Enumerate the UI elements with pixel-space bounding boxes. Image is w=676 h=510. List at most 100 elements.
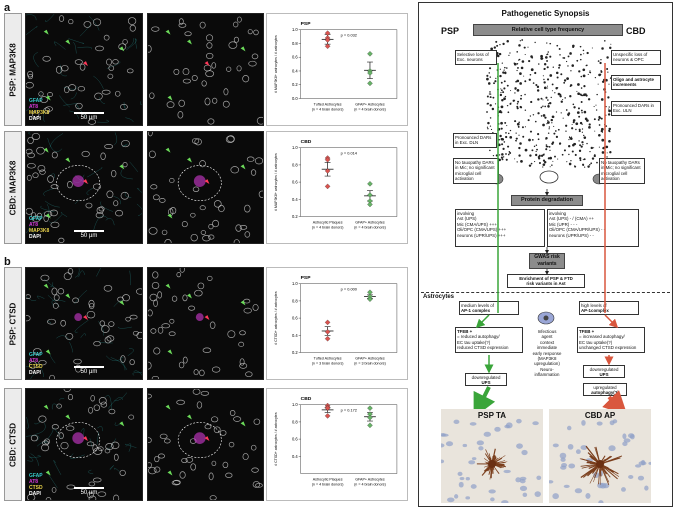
- cortex-cell: [519, 105, 522, 109]
- dapi-nucleus: [239, 330, 246, 336]
- dapi-nucleus: [26, 174, 32, 181]
- dapi-nucleus: [51, 151, 58, 159]
- data-point: [367, 51, 373, 57]
- at8-signal: [72, 432, 85, 445]
- rtfeb-line: = increased autophagy/: [579, 334, 625, 340]
- dapi-nucleus: [238, 341, 245, 347]
- cortex-cell: [582, 49, 585, 52]
- cortex-cell: [547, 121, 550, 124]
- cortex-cell: [547, 105, 550, 108]
- gfap-fiber: [60, 212, 68, 217]
- dapi-nucleus: [204, 97, 211, 106]
- dapi-nucleus: [95, 45, 104, 52]
- cortex-cell: [505, 158, 508, 161]
- cortex-cell: [528, 138, 531, 142]
- cortex-cell: [590, 162, 593, 165]
- right-inv-line: neurons (UPR/UPS) - -: [549, 232, 594, 238]
- dapi-nucleus: [46, 92, 54, 97]
- nucleus: [634, 464, 642, 468]
- enrich-line: risk variants in Ast: [526, 281, 566, 287]
- gfap-fiber: [124, 191, 132, 198]
- y-tick-label: 0.4: [292, 68, 298, 73]
- red-arrowhead: [83, 315, 88, 321]
- cortex-cell: [514, 120, 517, 123]
- dapi-nucleus: [111, 169, 117, 178]
- cortex-cell: [529, 130, 533, 133]
- nucleus: [462, 443, 468, 448]
- cortex-cell: [516, 102, 519, 105]
- nucleus: [522, 492, 528, 498]
- y-tick-label: 0.4: [292, 454, 298, 459]
- cortex-cell: [527, 119, 530, 122]
- cortex-cell: [536, 89, 540, 92]
- cortex-cell: [519, 82, 522, 85]
- cortex-cell: [515, 139, 517, 142]
- cortex-cell: [540, 115, 543, 117]
- cortex-cell: [539, 156, 541, 158]
- left-inv-line: Ast (UPS): [457, 216, 477, 222]
- dapi-nucleus: [157, 326, 164, 334]
- dapi-nucleus: [151, 375, 160, 379]
- green-arrowhead: [240, 421, 246, 427]
- gfap-fiber: [104, 395, 112, 411]
- tau-center: [488, 460, 496, 468]
- red-arrowhead: [83, 179, 88, 185]
- dapi-nucleus: [244, 204, 251, 213]
- dapi-nucleus: [178, 22, 187, 28]
- dapi-nucleus: [67, 181, 73, 189]
- nucleus: [516, 443, 523, 449]
- plot-title: PSP: [301, 275, 312, 281]
- gfap-fiber: [56, 335, 71, 341]
- left-inv-line: Mic (CMA/UPS) +++: [457, 221, 497, 227]
- dapi-nucleus: [58, 15, 65, 22]
- dapi-nucleus: [63, 389, 71, 392]
- dapi-nucleus: [87, 119, 97, 125]
- nucleus: [516, 418, 522, 424]
- cortex-cell: [572, 46, 575, 49]
- cortex-cell: [583, 134, 585, 137]
- cortex-cell: [608, 106, 610, 108]
- dapi-nucleus: [246, 156, 255, 162]
- y-axis-label: # CTSD+ astrocytes / # astrocytes: [274, 412, 278, 466]
- dapi-nucleus: [95, 212, 104, 219]
- nucleus: [563, 484, 570, 488]
- cortex-illustration: [486, 39, 612, 185]
- oligo-astro-box: Oligo and astrocyte increments: [611, 75, 661, 90]
- x-category-label: (n = 4 brain donors): [354, 482, 386, 486]
- dapi-nucleus: [86, 310, 96, 319]
- cortex-cell: [542, 105, 544, 108]
- cortex-cell: [546, 66, 549, 69]
- dapi-nucleus: [200, 230, 207, 235]
- dapi-nucleus: [113, 200, 119, 207]
- dapi-nucleus: [200, 390, 210, 396]
- dapi-nucleus: [26, 148, 33, 155]
- cortex-cell: [534, 41, 536, 44]
- cortex-cell: [497, 106, 500, 109]
- nucleus: [488, 489, 496, 494]
- cortex-cell: [569, 95, 572, 98]
- dapi-nucleus: [250, 444, 257, 451]
- middle-line: early response: [532, 350, 562, 356]
- virus-icon: [537, 311, 555, 325]
- cbd-ap-label: CBD AP: [584, 411, 616, 420]
- gfap-fiber: [123, 102, 126, 109]
- dapi-nucleus: [161, 229, 168, 236]
- cortex-cell: [501, 99, 504, 102]
- dapi-nucleus: [128, 414, 135, 420]
- dapi-nucleus: [233, 21, 239, 28]
- cortex-cell: [537, 112, 540, 115]
- cortex-cell: [497, 143, 501, 147]
- cortex-cell: [547, 119, 549, 122]
- cortex-cell: [519, 142, 522, 145]
- gfap-fiber: [113, 299, 123, 307]
- cortex-cell: [507, 153, 510, 156]
- dapi-nucleus: [50, 184, 59, 189]
- cortex-cell: [490, 128, 493, 131]
- dapi-nucleus: [159, 198, 166, 203]
- x-category-label: Astrocytic Plaques: [313, 477, 343, 481]
- cortex-cell: [605, 145, 609, 149]
- dapi-nucleus: [107, 73, 114, 79]
- channel-legend-item: AT8: [29, 479, 39, 485]
- nucleus: [621, 487, 626, 492]
